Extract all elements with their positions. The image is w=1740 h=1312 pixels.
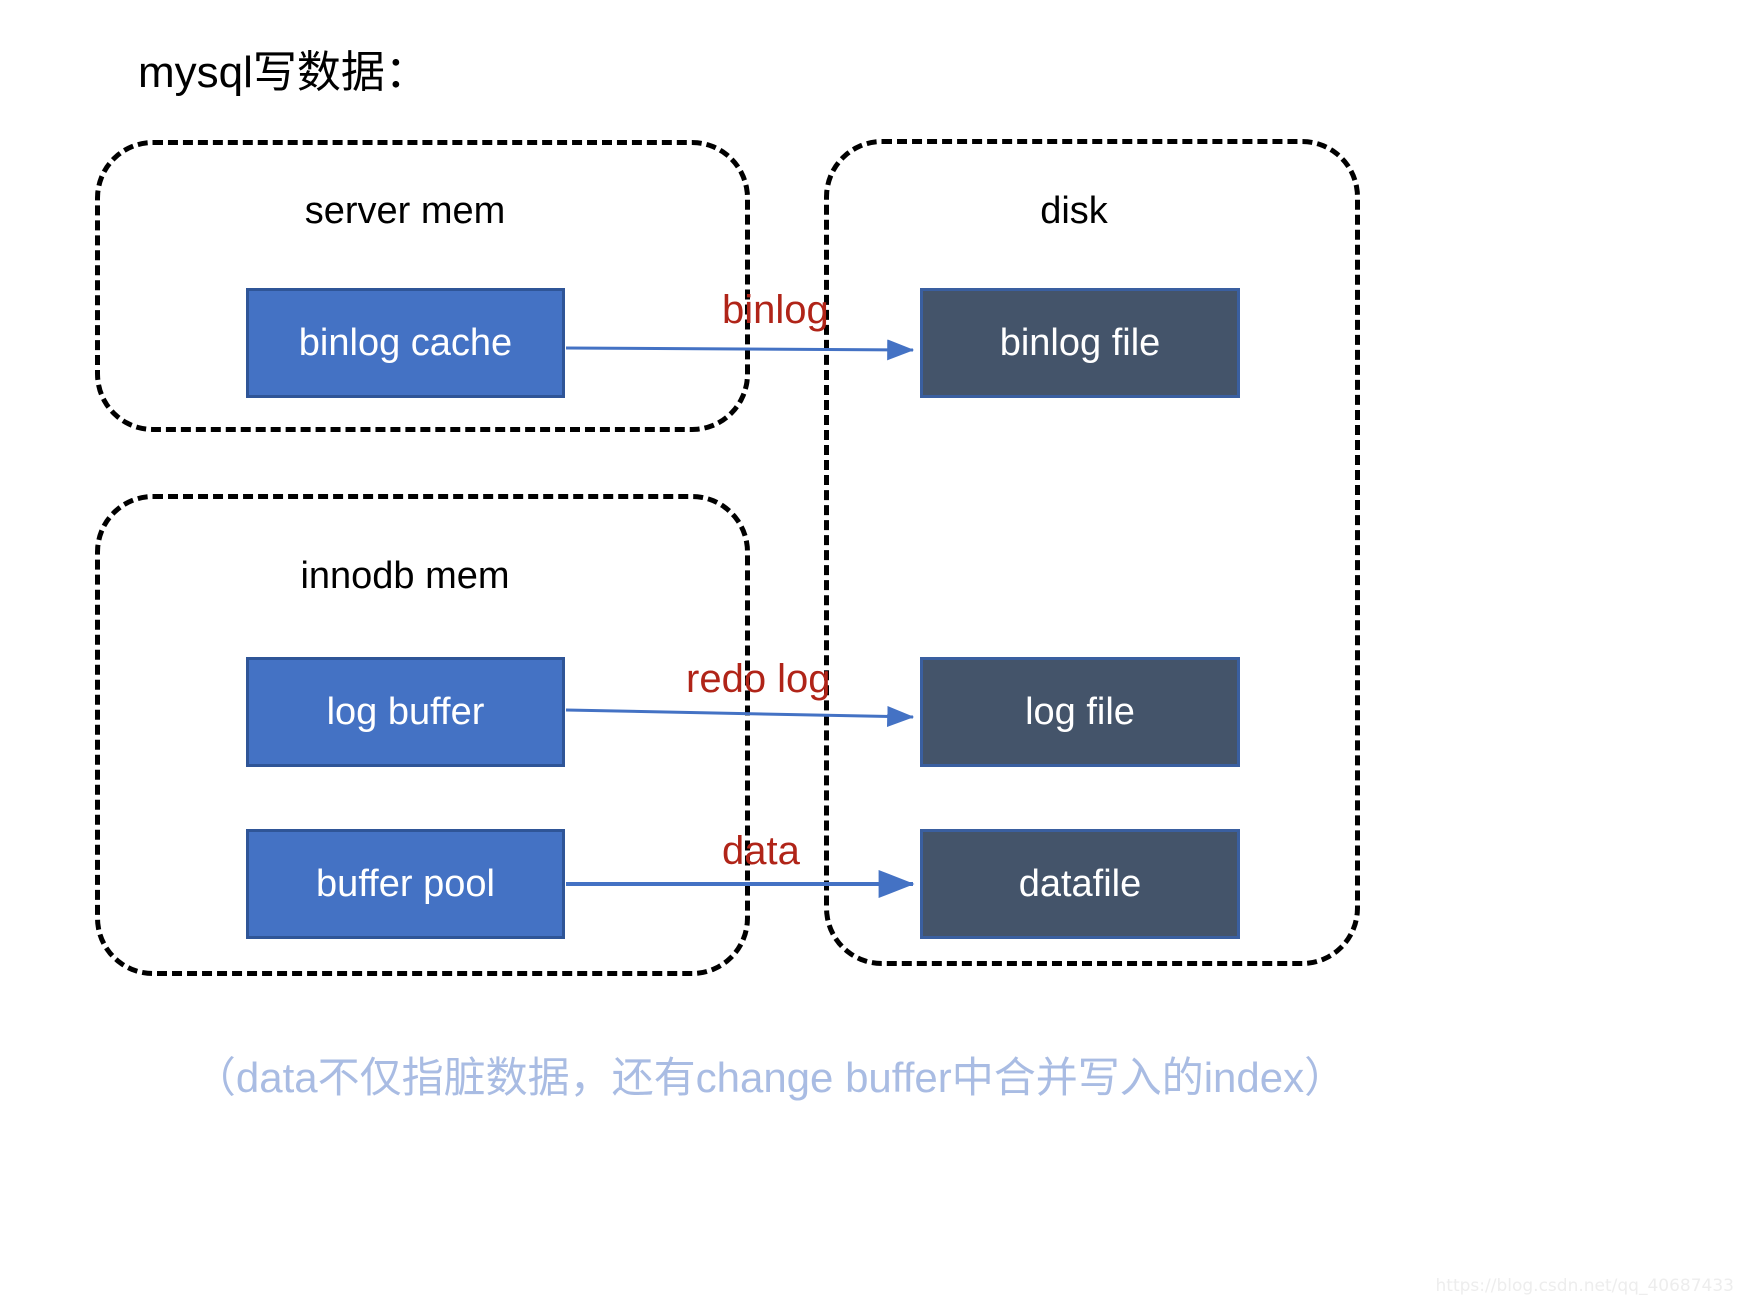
- group-label-server-mem: server mem: [304, 190, 506, 232]
- edge-label-binlog: binlog: [722, 288, 829, 332]
- node-log-file[interactable]: log file: [920, 657, 1240, 767]
- node-log-buffer-label: log buffer: [326, 690, 485, 733]
- edge-label-redo-log: redo log: [686, 657, 831, 701]
- page-title: mysql写数据：: [138, 48, 429, 97]
- node-binlog-file[interactable]: binlog file: [920, 288, 1240, 398]
- node-buffer-pool-label: buffer pool: [316, 862, 495, 905]
- footnote-caption: （data不仅指脏数据，还有change buffer中合并写入的index）: [193, 1054, 1347, 1101]
- node-log-file-label: log file: [1025, 690, 1135, 733]
- group-server-mem: [95, 140, 750, 432]
- node-datafile[interactable]: datafile: [920, 829, 1240, 939]
- group-label-disk: disk: [1040, 190, 1108, 232]
- node-log-buffer[interactable]: log buffer: [246, 657, 565, 767]
- edge-label-data: data: [722, 829, 800, 873]
- group-innodb-mem: [95, 494, 750, 976]
- group-label-innodb-mem: innodb mem: [300, 555, 510, 597]
- node-binlog-file-label: binlog file: [999, 321, 1161, 364]
- node-datafile-label: datafile: [1018, 862, 1142, 905]
- group-disk: [824, 139, 1360, 966]
- node-binlog-cache[interactable]: binlog cache: [246, 288, 565, 398]
- node-binlog-cache-label: binlog cache: [298, 321, 513, 364]
- watermark: https://blog.csdn.net/qq_40687433: [1435, 1276, 1734, 1296]
- node-buffer-pool[interactable]: buffer pool: [246, 829, 565, 939]
